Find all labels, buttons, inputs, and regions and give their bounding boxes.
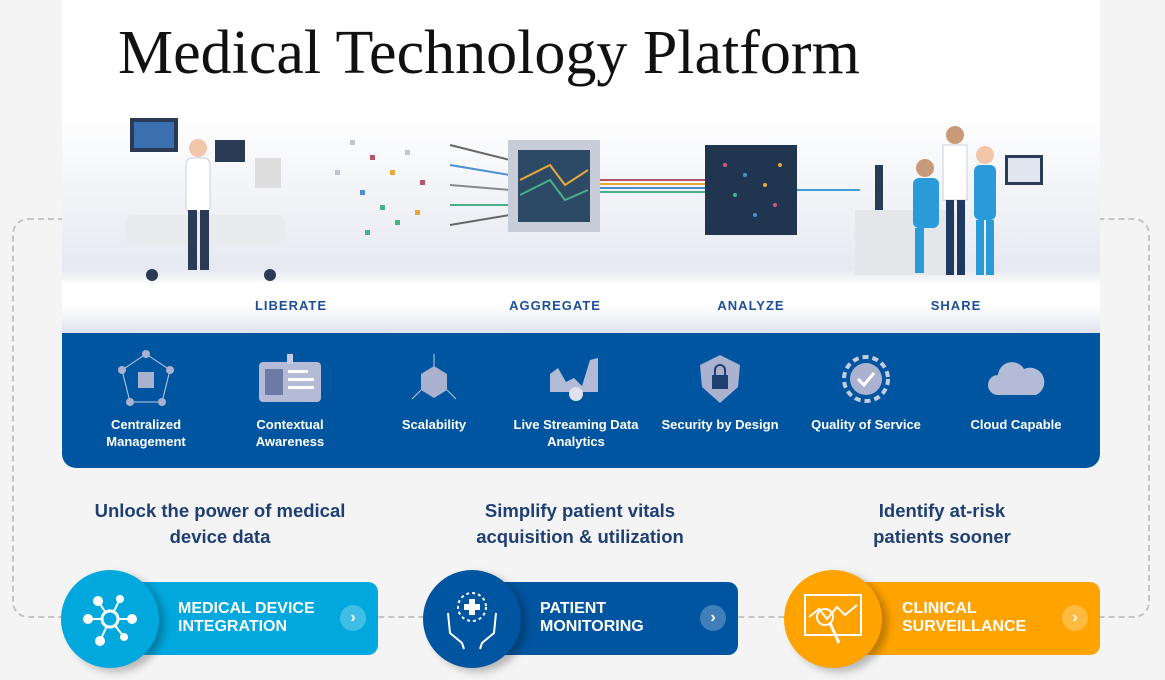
feature-label: Security by Design bbox=[661, 417, 779, 432]
aggregate-lines bbox=[449, 144, 511, 226]
stage-share: SHARE bbox=[930, 298, 982, 313]
stage-aggregate: AGGREGATE bbox=[509, 298, 601, 313]
features-band bbox=[62, 333, 1100, 468]
solution-label: PATIENT MONITORING bbox=[540, 600, 644, 635]
feature-label: Quality of Service bbox=[811, 417, 921, 432]
chevron-right-icon: › bbox=[700, 605, 726, 631]
chevron-right-icon: › bbox=[340, 605, 366, 631]
gear-check-icon bbox=[801, 350, 931, 408]
cloud-icon bbox=[951, 350, 1081, 408]
headline-at-risk: Identify at-risk patients sooner bbox=[873, 500, 1011, 547]
feature-label: Cloud Capable bbox=[970, 417, 1062, 432]
network-cubes-icon bbox=[81, 350, 211, 408]
page-title: Medical Technology Platform bbox=[118, 19, 860, 87]
feature-label: Live Streaming Data Analytics bbox=[513, 417, 639, 449]
solution-label: MEDICAL DEVICE INTEGRATION bbox=[178, 600, 315, 635]
feature-security: Security by Design bbox=[655, 350, 785, 433]
clinicians-illustration bbox=[855, 126, 1043, 275]
chevron-right-icon: › bbox=[1062, 605, 1088, 631]
chart-clock-icon bbox=[511, 350, 641, 408]
solution-label: CLINICAL SURVEILLANCE bbox=[902, 600, 1027, 635]
monitor-magnifier-icon bbox=[784, 570, 882, 668]
stage-liberate: LIBERATE bbox=[254, 298, 328, 313]
id-badge-icon bbox=[225, 350, 355, 408]
patient-monitoring-button[interactable]: PATIENT MONITORING › bbox=[490, 582, 738, 655]
shield-lock-icon bbox=[655, 350, 785, 408]
data-stream-lines bbox=[600, 179, 705, 193]
headline-patient-vitals: Simplify patient vitals acquisition & ut… bbox=[476, 500, 684, 547]
headline-device-data: Unlock the power of medical device data bbox=[94, 500, 346, 547]
hands-care-icon bbox=[423, 570, 521, 668]
feature-label: Scalability bbox=[401, 417, 467, 432]
feature-label: Contextual Awareness bbox=[255, 417, 325, 449]
clinical-surveillance-button[interactable]: CLINICAL SURVEILLANCE › bbox=[852, 582, 1100, 655]
cube-arrows-icon bbox=[369, 350, 499, 408]
feature-scalability: Scalability bbox=[369, 350, 499, 433]
network-nodes-icon bbox=[61, 570, 159, 668]
analyze-dots bbox=[723, 163, 782, 217]
medical-device-integration-button[interactable]: MEDICAL DEVICE INTEGRATION › bbox=[130, 582, 378, 655]
feature-centralized-management: Centralized Management bbox=[81, 350, 211, 450]
feature-label: Centralized Management bbox=[106, 417, 186, 449]
patient-bed-illustration bbox=[125, 118, 285, 281]
feature-cloud-capable: Cloud Capable bbox=[951, 350, 1081, 433]
feature-live-streaming: Live Streaming Data Analytics bbox=[511, 350, 641, 450]
analyze-matrix bbox=[705, 145, 797, 235]
feature-quality-of-service: Quality of Service bbox=[801, 350, 931, 433]
workflow-illustration bbox=[125, 118, 1043, 281]
feature-contextual-awareness: Contextual Awareness bbox=[225, 350, 355, 450]
stage-analyze: ANALYZE bbox=[717, 298, 785, 313]
data-particles bbox=[335, 140, 425, 235]
